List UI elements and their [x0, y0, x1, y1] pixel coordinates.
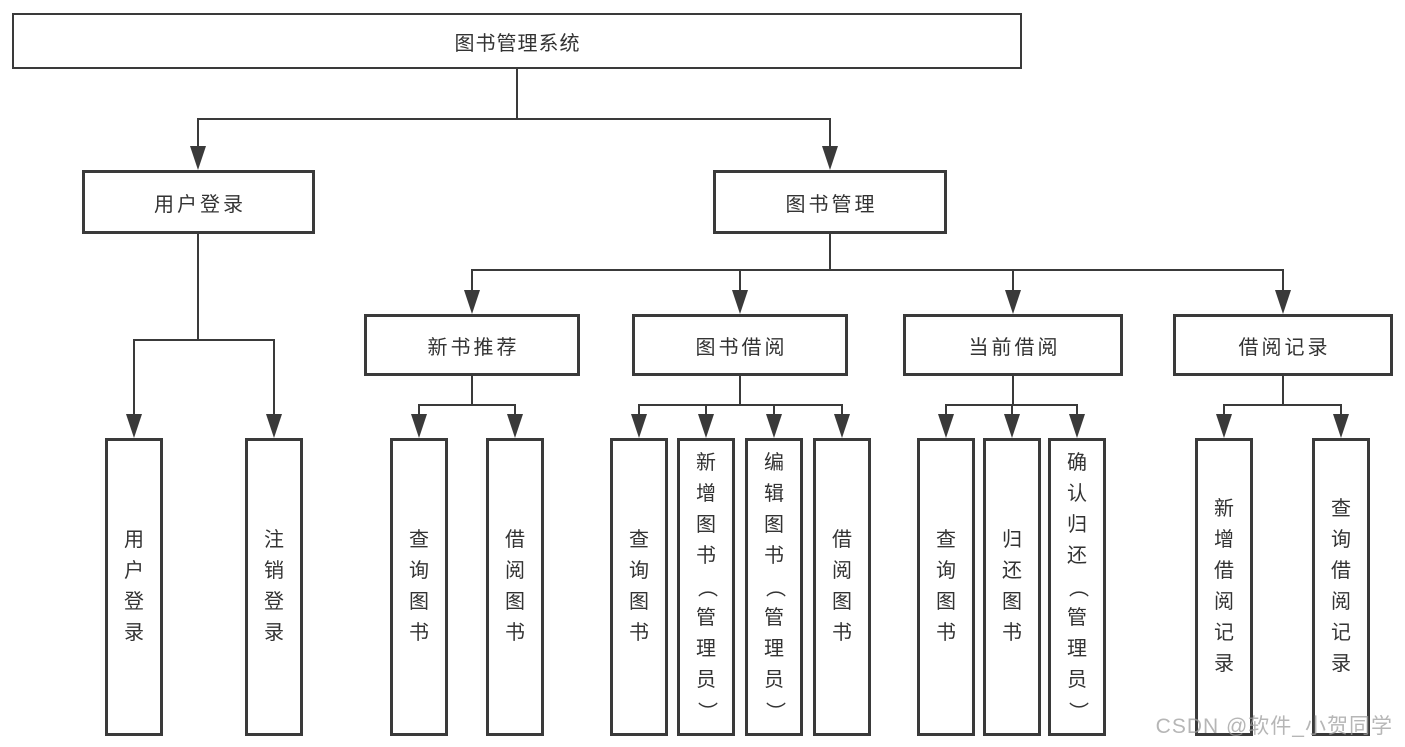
arrow-down-icon [766, 414, 782, 438]
csdn-watermark: CSDN @软件_小贺同学 [1155, 715, 1393, 738]
node-book-management: 图书管理 [713, 170, 947, 234]
connector-drop [829, 118, 831, 148]
leaf-return-books-label: 归还图书 [1002, 529, 1022, 644]
connector-drop [945, 404, 947, 415]
node-user-login: 用户登录 [82, 170, 315, 234]
connector-drop [1011, 404, 1013, 415]
leaf-user-login-label: 用户登录 [124, 529, 144, 644]
connector-drop [273, 339, 275, 415]
connector-borrowing-trunk [739, 376, 741, 405]
leaf-edit-books-admin-label: 编辑图书（管理员） [763, 451, 786, 722]
leaf-borrow-books-label: 借阅图书 [832, 529, 852, 644]
node-library-system: 图书管理系统 [12, 13, 1022, 69]
arrow-down-icon [1069, 414, 1085, 438]
arrow-down-icon [834, 414, 850, 438]
leaf-query-books-recommend-label: 查询图书 [409, 529, 429, 644]
arrow-down-icon [1333, 414, 1349, 438]
connector-drop [133, 339, 135, 415]
leaf-query-books-borrowing-label: 查询图书 [629, 529, 649, 644]
node-book-borrowing-label: 图书借阅 [695, 336, 788, 359]
connector-user-login-trunk [197, 234, 199, 340]
leaf-query-books-recommend: 查询图书 [390, 438, 448, 736]
arrow-down-icon [266, 414, 282, 438]
node-current-borrowing-label: 当前借阅 [968, 336, 1061, 359]
node-current-borrowing: 当前借阅 [903, 314, 1123, 376]
arrow-down-icon [190, 146, 206, 170]
arrow-down-icon [631, 414, 647, 438]
leaf-add-books-admin-label: 新增图书（管理员） [695, 451, 718, 722]
connector-drop [514, 404, 516, 415]
connector-records-trunk [1282, 376, 1284, 405]
arrow-down-icon [1216, 414, 1232, 438]
arrow-down-icon [507, 414, 523, 438]
connector-recommend-branch [418, 404, 516, 406]
arrow-down-icon [464, 290, 480, 314]
leaf-return-books: 归还图书 [983, 438, 1041, 736]
connector-drop [1012, 269, 1014, 291]
connector-drop [773, 404, 775, 415]
leaf-query-books-current-label: 查询图书 [936, 529, 956, 644]
connector-drop [1223, 404, 1225, 415]
arrow-down-icon [938, 414, 954, 438]
connector-records-branch [1223, 404, 1342, 406]
arrow-down-icon [411, 414, 427, 438]
connector-drop [471, 269, 473, 291]
connector-user-login-branch [133, 339, 275, 341]
node-book-borrowing: 图书借阅 [632, 314, 848, 376]
connector-drop [1282, 269, 1284, 291]
arrow-down-icon [732, 290, 748, 314]
arrow-down-icon [1005, 290, 1021, 314]
node-borrowing-records-label: 借阅记录 [1238, 336, 1331, 359]
connector-root-trunk [516, 69, 518, 119]
connector-drop [705, 404, 707, 415]
leaf-user-login: 用户登录 [105, 438, 163, 736]
arrow-down-icon [1004, 414, 1020, 438]
connector-root-branch [197, 118, 831, 120]
node-library-system-label: 图书管理系统 [454, 32, 581, 55]
leaf-add-borrow-record-label: 新增借阅记录 [1214, 498, 1234, 675]
leaf-add-borrow-record: 新增借阅记录 [1195, 438, 1253, 736]
connector-book-mgmt-branch [471, 269, 1284, 271]
leaf-confirm-return-admin: 确认归还（管理员） [1048, 438, 1106, 736]
connector-drop [197, 118, 199, 148]
connector-drop [1076, 404, 1078, 415]
leaf-logout-label: 注销登录 [264, 529, 284, 644]
connector-current-trunk [1012, 376, 1014, 405]
arrow-down-icon [1275, 290, 1291, 314]
connector-recommend-trunk [471, 376, 473, 405]
leaf-query-books-current: 查询图书 [917, 438, 975, 736]
node-borrowing-records: 借阅记录 [1173, 314, 1393, 376]
leaf-borrow-books-recommend: 借阅图书 [486, 438, 544, 736]
leaf-borrow-books-recommend-label: 借阅图书 [505, 529, 525, 644]
arrow-down-icon [698, 414, 714, 438]
node-new-book-recommend-label: 新书推荐 [427, 336, 520, 359]
node-new-book-recommend: 新书推荐 [364, 314, 580, 376]
leaf-edit-books-admin: 编辑图书（管理员） [745, 438, 803, 736]
arrow-down-icon [822, 146, 838, 170]
leaf-query-borrow-record: 查询借阅记录 [1312, 438, 1370, 736]
leaf-add-books-admin: 新增图书（管理员） [677, 438, 735, 736]
leaf-query-books-borrowing: 查询图书 [610, 438, 668, 736]
leaf-logout: 注销登录 [245, 438, 303, 736]
node-book-management-label: 图书管理 [785, 193, 878, 216]
connector-drop [1340, 404, 1342, 415]
connector-drop [739, 269, 741, 291]
leaf-query-borrow-record-label: 查询借阅记录 [1331, 498, 1351, 675]
node-user-login-label: 用户登录 [154, 193, 246, 216]
connector-drop [841, 404, 843, 415]
connector-drop [638, 404, 640, 415]
leaf-confirm-return-admin-label: 确认归还（管理员） [1066, 451, 1089, 722]
leaf-borrow-books: 借阅图书 [813, 438, 871, 736]
connector-book-mgmt-trunk [829, 234, 831, 270]
arrow-down-icon [126, 414, 142, 438]
connector-borrowing-branch [638, 404, 843, 406]
connector-drop [418, 404, 420, 415]
